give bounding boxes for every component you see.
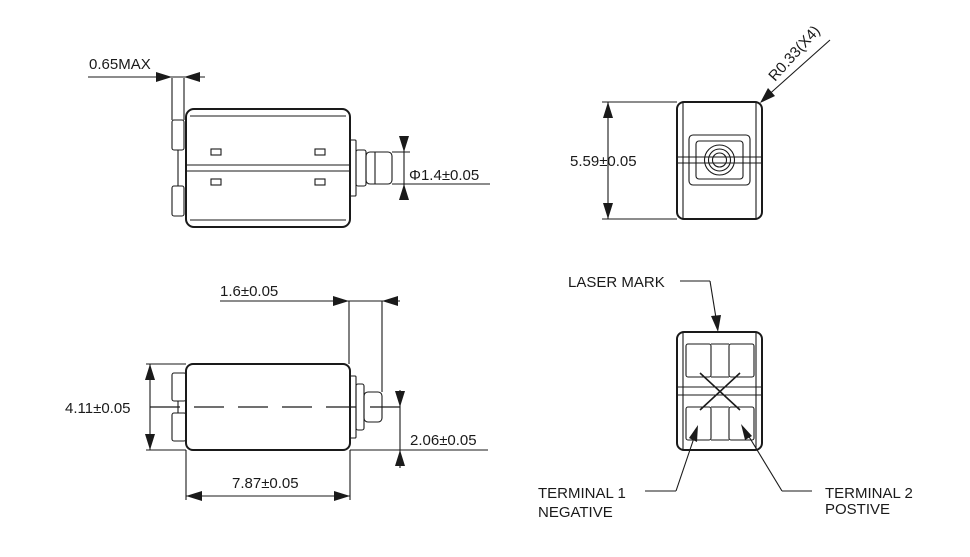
max-thickness-label: 0.65MAX xyxy=(89,56,151,73)
terminal-tab-lower xyxy=(171,185,185,217)
pin-length-label: 1.6±0.05 xyxy=(220,283,278,300)
slot xyxy=(210,178,222,186)
slot xyxy=(314,148,326,156)
terminal-2-pad xyxy=(728,406,755,441)
pin xyxy=(365,151,393,185)
bottom-view xyxy=(645,280,812,492)
side-view-top xyxy=(88,72,490,228)
slot xyxy=(314,178,326,186)
component-body xyxy=(185,108,351,228)
terminal-pad xyxy=(685,343,712,378)
pin-offset-label: 2.06±0.05 xyxy=(410,432,477,449)
pin-diameter-label: Φ1.4±0.05 xyxy=(409,167,479,184)
height-label: 5.59±0.05 xyxy=(570,153,637,170)
terminal-tab-upper xyxy=(171,119,185,151)
top-view xyxy=(145,296,488,501)
end-view xyxy=(602,39,831,220)
slot xyxy=(210,148,222,156)
terminal-2-polarity-label: POSTIVE xyxy=(825,501,890,518)
pin-end-circle xyxy=(703,144,736,176)
terminal-2-label: TERMINAL 2 xyxy=(825,485,913,502)
length-label: 7.87±0.05 xyxy=(232,475,299,492)
width-label: 4.11±0.05 xyxy=(65,400,131,417)
terminal-1-pad xyxy=(685,406,712,441)
terminal-1-label: TERMINAL 1 xyxy=(538,485,626,502)
terminal-1-polarity-label: NEGATIVE xyxy=(538,504,613,521)
terminal-pad xyxy=(728,343,755,378)
laser-mark-label: LASER MARK xyxy=(568,274,665,291)
end-view-body xyxy=(676,101,763,220)
pin-housing xyxy=(688,134,751,186)
